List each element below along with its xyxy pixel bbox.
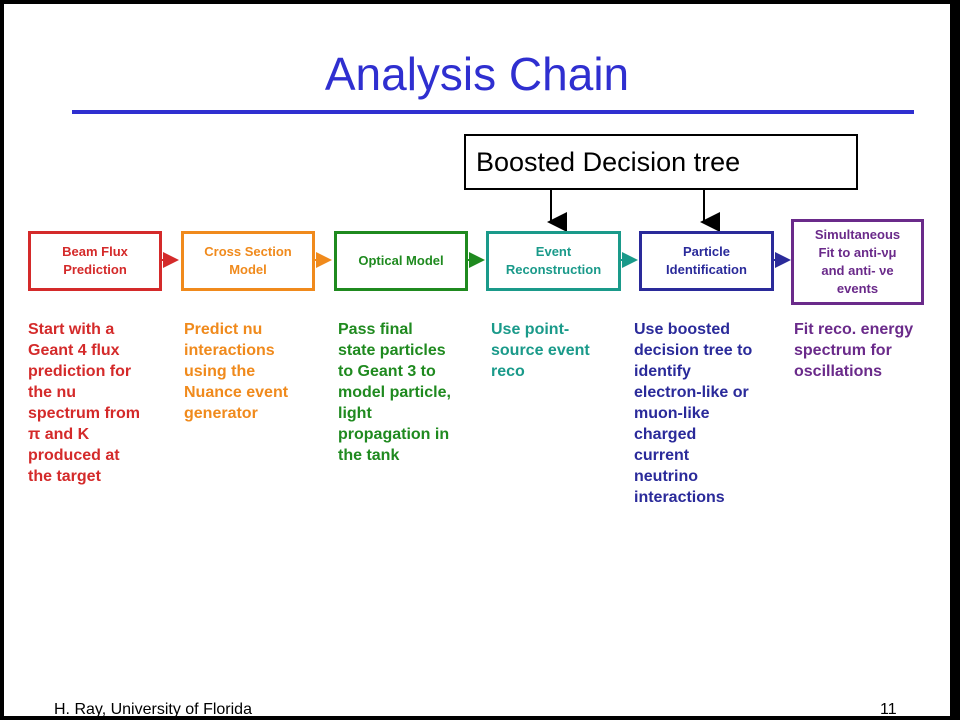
cross-section-box: Cross Section Model: [181, 231, 315, 291]
slide: Analysis Chain Boosted Decision tree: [4, 4, 950, 716]
slide-title: Analysis Chain: [324, 48, 630, 100]
simultaneous-fit-label: Simultaneous Fit to anti-νμ and anti- νe…: [814, 227, 901, 296]
simultaneous-fit-box: Simultaneous Fit to anti-νμ and anti- νe…: [791, 219, 924, 305]
event-reconstruction-description: Use point- source event reco: [491, 321, 590, 380]
beam-flux-description: Start with a Geant 4 flux prediction for…: [28, 321, 141, 485]
optical-model-description: Pass final state particles to Geant 3 to…: [338, 321, 451, 464]
particle-identification-description: Use boosted decision tree to identify el…: [634, 321, 753, 506]
title-underline: [72, 110, 914, 114]
optical-model-box: Optical Model: [334, 231, 468, 291]
event-reconstruction-label: Event Reconstruction: [505, 244, 602, 277]
connector-arrows: [162, 188, 791, 268]
cross-section-description: Predict nu interactions using the Nuance…: [184, 321, 289, 422]
event-reconstruction-box: Event Reconstruction: [486, 231, 621, 291]
particle-identification-box: Particle Identification: [639, 231, 774, 291]
simultaneous-fit-description: Fit reco. energy spectrum for oscillatio…: [794, 321, 914, 380]
optical-model-label: Optical Model: [358, 253, 444, 268]
particle-identification-label: Particle Identification: [666, 244, 747, 277]
beam-flux-label: Beam Flux Prediction: [62, 244, 128, 277]
cross-section-label: Cross Section Model: [204, 244, 292, 277]
footer-page-number: 11: [880, 701, 897, 716]
boosted-decision-tree-box: Boosted Decision tree: [464, 134, 858, 190]
beam-flux-box: Beam Flux Prediction: [28, 231, 162, 291]
footer-author: H. Ray, University of Florida: [54, 701, 252, 716]
